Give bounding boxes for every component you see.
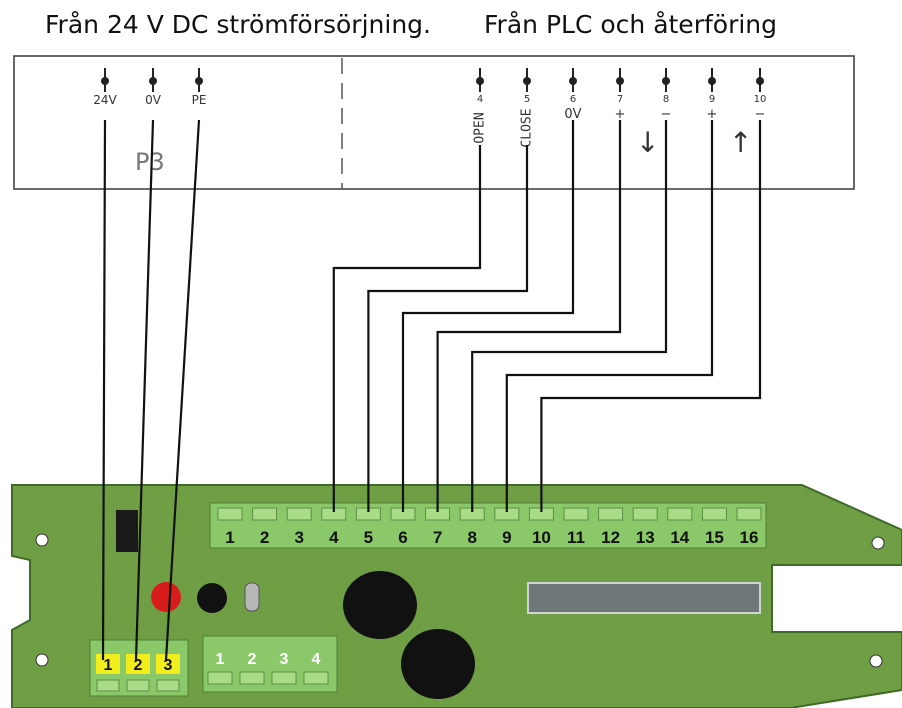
power-block-pin: [96, 679, 120, 692]
arrow-down-icon: ↓: [636, 126, 659, 159]
strip-number: 5: [364, 528, 373, 547]
arrow-up-icon: ↑: [729, 126, 752, 159]
aux-block-pin: [239, 671, 265, 685]
power-terminal-label: 24V: [93, 93, 117, 107]
aux-block-pin: [207, 671, 233, 685]
signal-terminal-label: −: [755, 107, 766, 122]
signal-terminal-number: 8: [663, 94, 669, 105]
wire-terminal-8: [471, 120, 668, 512]
strip-number: 7: [433, 528, 442, 547]
display-window: [527, 582, 761, 614]
power-block-cell: [156, 654, 180, 674]
strip-number: 3: [294, 528, 303, 547]
signal-terminal-number: 10: [754, 94, 767, 105]
signal-terminal-number: 5: [524, 94, 530, 105]
wire-terminal-6: [401, 120, 575, 512]
mount-hole-bottom-right: [869, 654, 883, 668]
signal-terminal-label: +: [615, 107, 626, 122]
aux-block-number: 4: [312, 651, 321, 668]
signal-terminal-label: 0V: [564, 107, 581, 122]
red-led: [151, 582, 181, 612]
signal-terminal-number: 6: [570, 94, 576, 105]
wire-terminal-4: [332, 145, 482, 512]
signal-terminal-label: OPEN: [473, 112, 488, 143]
strip-pin: [598, 507, 624, 521]
strip-number: 4: [329, 528, 339, 547]
signal-terminal-number: 7: [617, 94, 623, 105]
wire-terminal-9: [505, 120, 714, 512]
wire-24v: [101, 119, 107, 661]
strip-pin: [701, 507, 727, 521]
terminal-dot: [149, 77, 157, 85]
terminal-dot: [101, 77, 109, 85]
wires: [101, 119, 762, 661]
strip-pin: [563, 507, 589, 521]
power-block-number: 2: [134, 657, 143, 674]
strip-number: 11: [567, 528, 585, 547]
strip-number: 13: [636, 528, 655, 547]
strip-number: 15: [705, 528, 724, 547]
panel-label: P3: [135, 148, 165, 176]
top-strip-pins: [217, 507, 762, 521]
mount-hole-top-right: [871, 536, 885, 550]
wire-0v: [134, 119, 155, 661]
signal-terminal-number: 4: [477, 94, 483, 105]
power-block-pin: [126, 679, 150, 692]
black-button: [197, 583, 227, 613]
mount-hole-top-left: [35, 533, 49, 547]
black-knob-lower: [401, 629, 475, 699]
power-block-pin: [156, 679, 180, 692]
power-supply-caption: Från 24 V DC strömförsörjning.: [45, 10, 431, 39]
signal-terminal-label: CLOSE: [520, 108, 535, 147]
aux-block-pin: [303, 671, 329, 685]
power-terminals: 24V 0V PE: [93, 68, 206, 107]
wire-terminal-7: [436, 120, 622, 512]
power-block-cell: [126, 654, 150, 674]
strip-number: 10: [532, 528, 551, 547]
aux-block-number: 3: [280, 651, 289, 668]
terminal-dot: [195, 77, 203, 85]
power-block-terminals: 1 2 3: [96, 654, 180, 692]
aux-block-pin: [271, 671, 297, 685]
black-component: [116, 510, 138, 552]
strip-number: 1: [225, 528, 234, 547]
signal-terminal-label: −: [661, 107, 672, 122]
strip-number: 8: [467, 528, 476, 547]
strip-pin: [667, 507, 693, 521]
wire-terminal-10: [540, 120, 762, 512]
aux-block-terminals: 1 2 3 4: [207, 651, 329, 685]
wire-terminal-5: [367, 145, 529, 512]
power-terminal-label: 0V: [145, 93, 162, 107]
power-block-number: 1: [104, 657, 113, 674]
aux-block-number: 1: [216, 651, 225, 668]
strip-pin: [286, 507, 312, 521]
black-knob-upper: [343, 571, 417, 639]
wire-pe: [164, 119, 201, 661]
strip-pin: [632, 507, 658, 521]
strip-number: 12: [601, 528, 620, 547]
strip-number: 14: [670, 528, 689, 547]
strip-number: 9: [502, 528, 511, 547]
power-block-number: 3: [164, 657, 173, 674]
strip-pin: [252, 507, 278, 521]
crystal-component: [244, 582, 260, 612]
strip-number: 6: [398, 528, 407, 547]
strip-number: 16: [740, 528, 759, 547]
aux-block-number: 2: [248, 651, 257, 668]
plc-caption: Från PLC och återföring: [484, 10, 778, 39]
strip-pin: [736, 507, 762, 521]
signal-terminal-number: 9: [709, 94, 715, 105]
strip-number: 2: [260, 528, 269, 547]
strip-pin: [217, 507, 243, 521]
mount-hole-bottom-left: [35, 653, 49, 667]
signal-terminal-label: +: [707, 107, 718, 122]
power-terminal-label: PE: [192, 93, 207, 107]
